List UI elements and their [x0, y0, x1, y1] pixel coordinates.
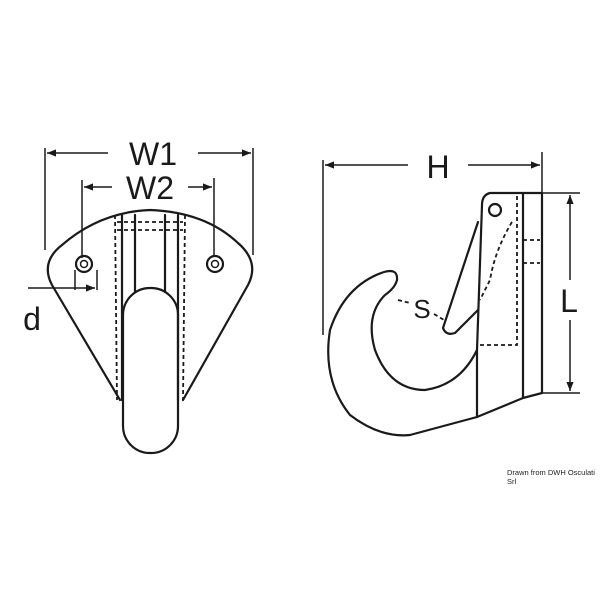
label-w1: W1	[129, 136, 177, 172]
hook-tongue	[121, 286, 180, 455]
mounting-hole-right	[205, 254, 225, 274]
label-l: L	[560, 283, 578, 319]
dimension-w2: W2	[81, 170, 215, 258]
dimension-h: H	[322, 149, 543, 335]
label-d: d	[23, 301, 41, 337]
dimension-w1: W1	[44, 136, 254, 255]
label-s: S	[413, 294, 430, 324]
front-view: W1 W2 d	[23, 136, 254, 455]
dimension-s: S	[397, 294, 445, 324]
pivot-pin	[487, 202, 503, 218]
dimension-l: L	[542, 192, 580, 394]
label-h: H	[426, 149, 449, 185]
hook-body-outline	[327, 191, 544, 437]
mounting-hole-left	[74, 254, 94, 274]
channel-lines	[114, 213, 186, 402]
latch	[441, 220, 480, 335]
credit-text: Drawn from DWH Osculati Srl	[507, 468, 595, 486]
dimension-d: d	[23, 270, 98, 337]
base-plate-outline	[46, 208, 254, 402]
label-w2: W2	[126, 170, 174, 206]
side-view: S H L	[322, 149, 580, 437]
